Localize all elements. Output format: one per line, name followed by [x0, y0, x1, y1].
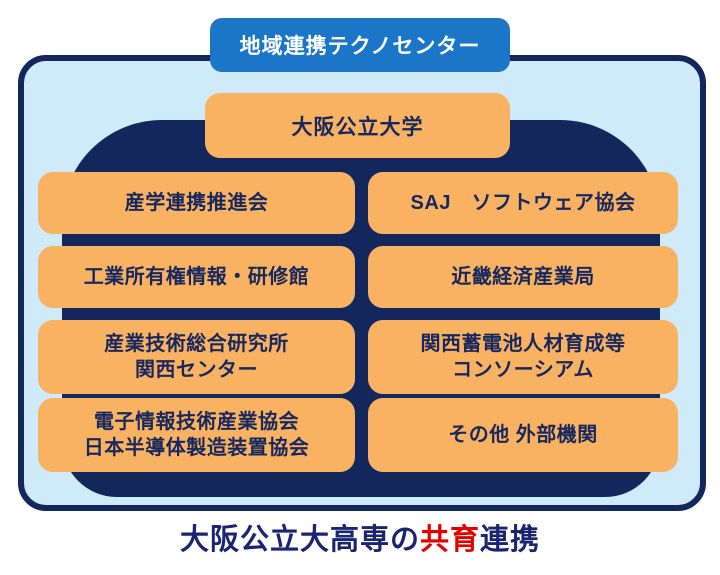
techno-center-box: 地域連携テクノセンター — [210, 18, 510, 72]
partner-label: 産業技術総合研究所 — [104, 333, 289, 355]
partner-box-sangyo-gijutsu: 産業技術総合研究所 関西センター — [38, 320, 355, 394]
partner-label: 関西センター — [135, 359, 258, 381]
partner-box-kogyo-shoyuken: 工業所有権情報・研修館 — [38, 246, 355, 308]
caption-prefix: 大阪公立大高専の — [179, 524, 420, 556]
partner-box-kinki-keizai: 近畿経済産業局 — [368, 246, 678, 308]
partner-box-kansai-chikudenchi: 関西蓄電池人材育成等 コンソーシアム — [368, 320, 678, 394]
caption-suffix: 連携 — [480, 524, 541, 556]
partner-label: コンソーシアム — [452, 359, 594, 381]
caption-highlight: 共育 — [419, 524, 480, 556]
partner-label: 工業所有権情報・研修館 — [83, 266, 310, 288]
techno-center-label: 地域連携テクノセンター — [239, 35, 481, 58]
university-label: 大阪公立大学 — [291, 115, 424, 139]
partner-label: 電子情報技術産業協会 — [94, 411, 299, 433]
partner-label: 関西蓄電池人材育成等 — [420, 333, 626, 355]
diagram-caption: 大阪公立大高専の共育連携 — [0, 516, 720, 558]
partner-box-denshi-joho: 電子情報技術産業協会 日本半導体製造装置協会 — [38, 398, 355, 472]
partner-label: 近畿経済産業局 — [451, 266, 595, 288]
partner-box-saj-software: SAJ ソフトウェア協会 — [368, 172, 678, 234]
partner-box-sangaku-renkei: 産学連携推進会 — [38, 172, 355, 234]
partner-label: 産学連携推進会 — [124, 192, 269, 214]
partner-box-sonota-gaibu: その他 外部機関 — [368, 398, 678, 472]
partner-label: その他 外部機関 — [448, 424, 598, 446]
partner-label: 日本半導体製造装置協会 — [83, 437, 310, 459]
partner-label: SAJ ソフトウェア協会 — [410, 192, 636, 214]
university-box: 大阪公立大学 — [205, 93, 510, 158]
